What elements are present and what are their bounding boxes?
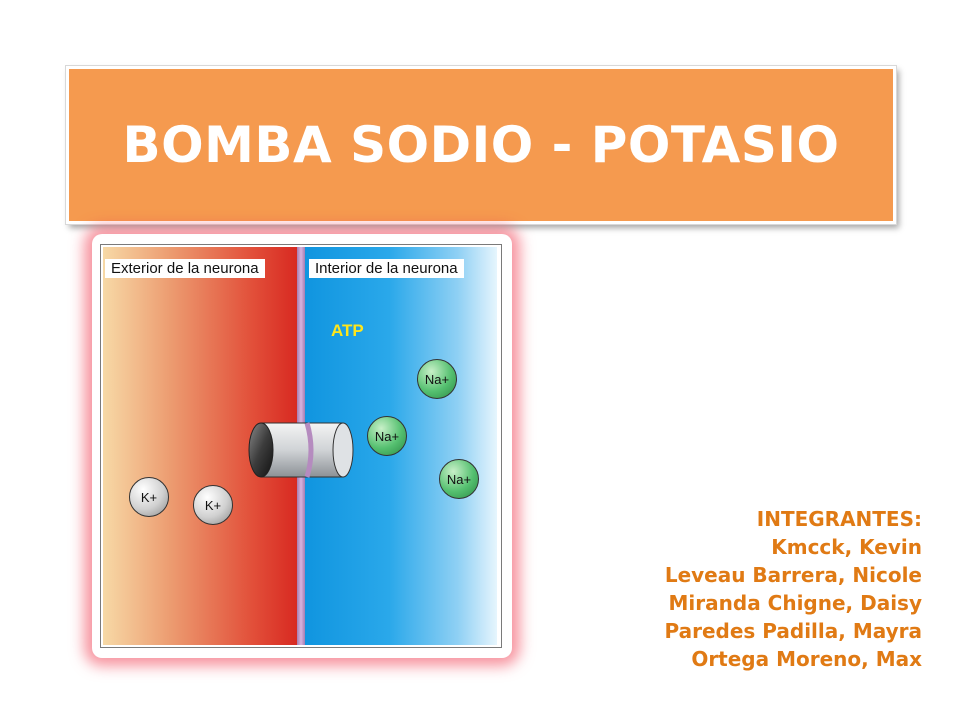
slide-title: BOMBA SODIO - POTASIO xyxy=(122,116,840,174)
ion-label: Na+ xyxy=(374,428,400,444)
ion-label: K+ xyxy=(204,497,222,513)
team-block: INTEGRANTES: Kmcck, Kevin Leveau Barrera… xyxy=(664,505,922,673)
pump-diagram: Exterior de la neurona Interior de la ne… xyxy=(100,244,502,648)
exterior-label: Exterior de la neurona xyxy=(105,259,265,278)
interior-label: Interior de la neurona xyxy=(309,259,464,278)
potassium-ion: K+ xyxy=(193,485,233,525)
ion-label: Na+ xyxy=(424,371,450,387)
sodium-ion: Na+ xyxy=(367,416,407,456)
ion-label: K+ xyxy=(140,489,158,505)
ion-label: Na+ xyxy=(446,471,472,487)
team-member: Kmcck, Kevin xyxy=(771,535,922,559)
team-heading: INTEGRANTES: xyxy=(756,507,922,531)
title-banner: BOMBA SODIO - POTASIO xyxy=(65,65,897,225)
team-member: Ortega Moreno, Max xyxy=(691,647,922,671)
potassium-ion: K+ xyxy=(129,477,169,517)
atp-label: ATP xyxy=(331,321,364,340)
pump-channel-icon xyxy=(248,422,354,478)
team-member: Miranda Chigne, Daisy xyxy=(668,591,922,615)
sodium-ion: Na+ xyxy=(417,359,457,399)
sodium-ion: Na+ xyxy=(439,459,479,499)
team-member: Paredes Padilla, Mayra xyxy=(664,619,922,643)
team-member: Leveau Barrera, Nicole xyxy=(664,563,922,587)
